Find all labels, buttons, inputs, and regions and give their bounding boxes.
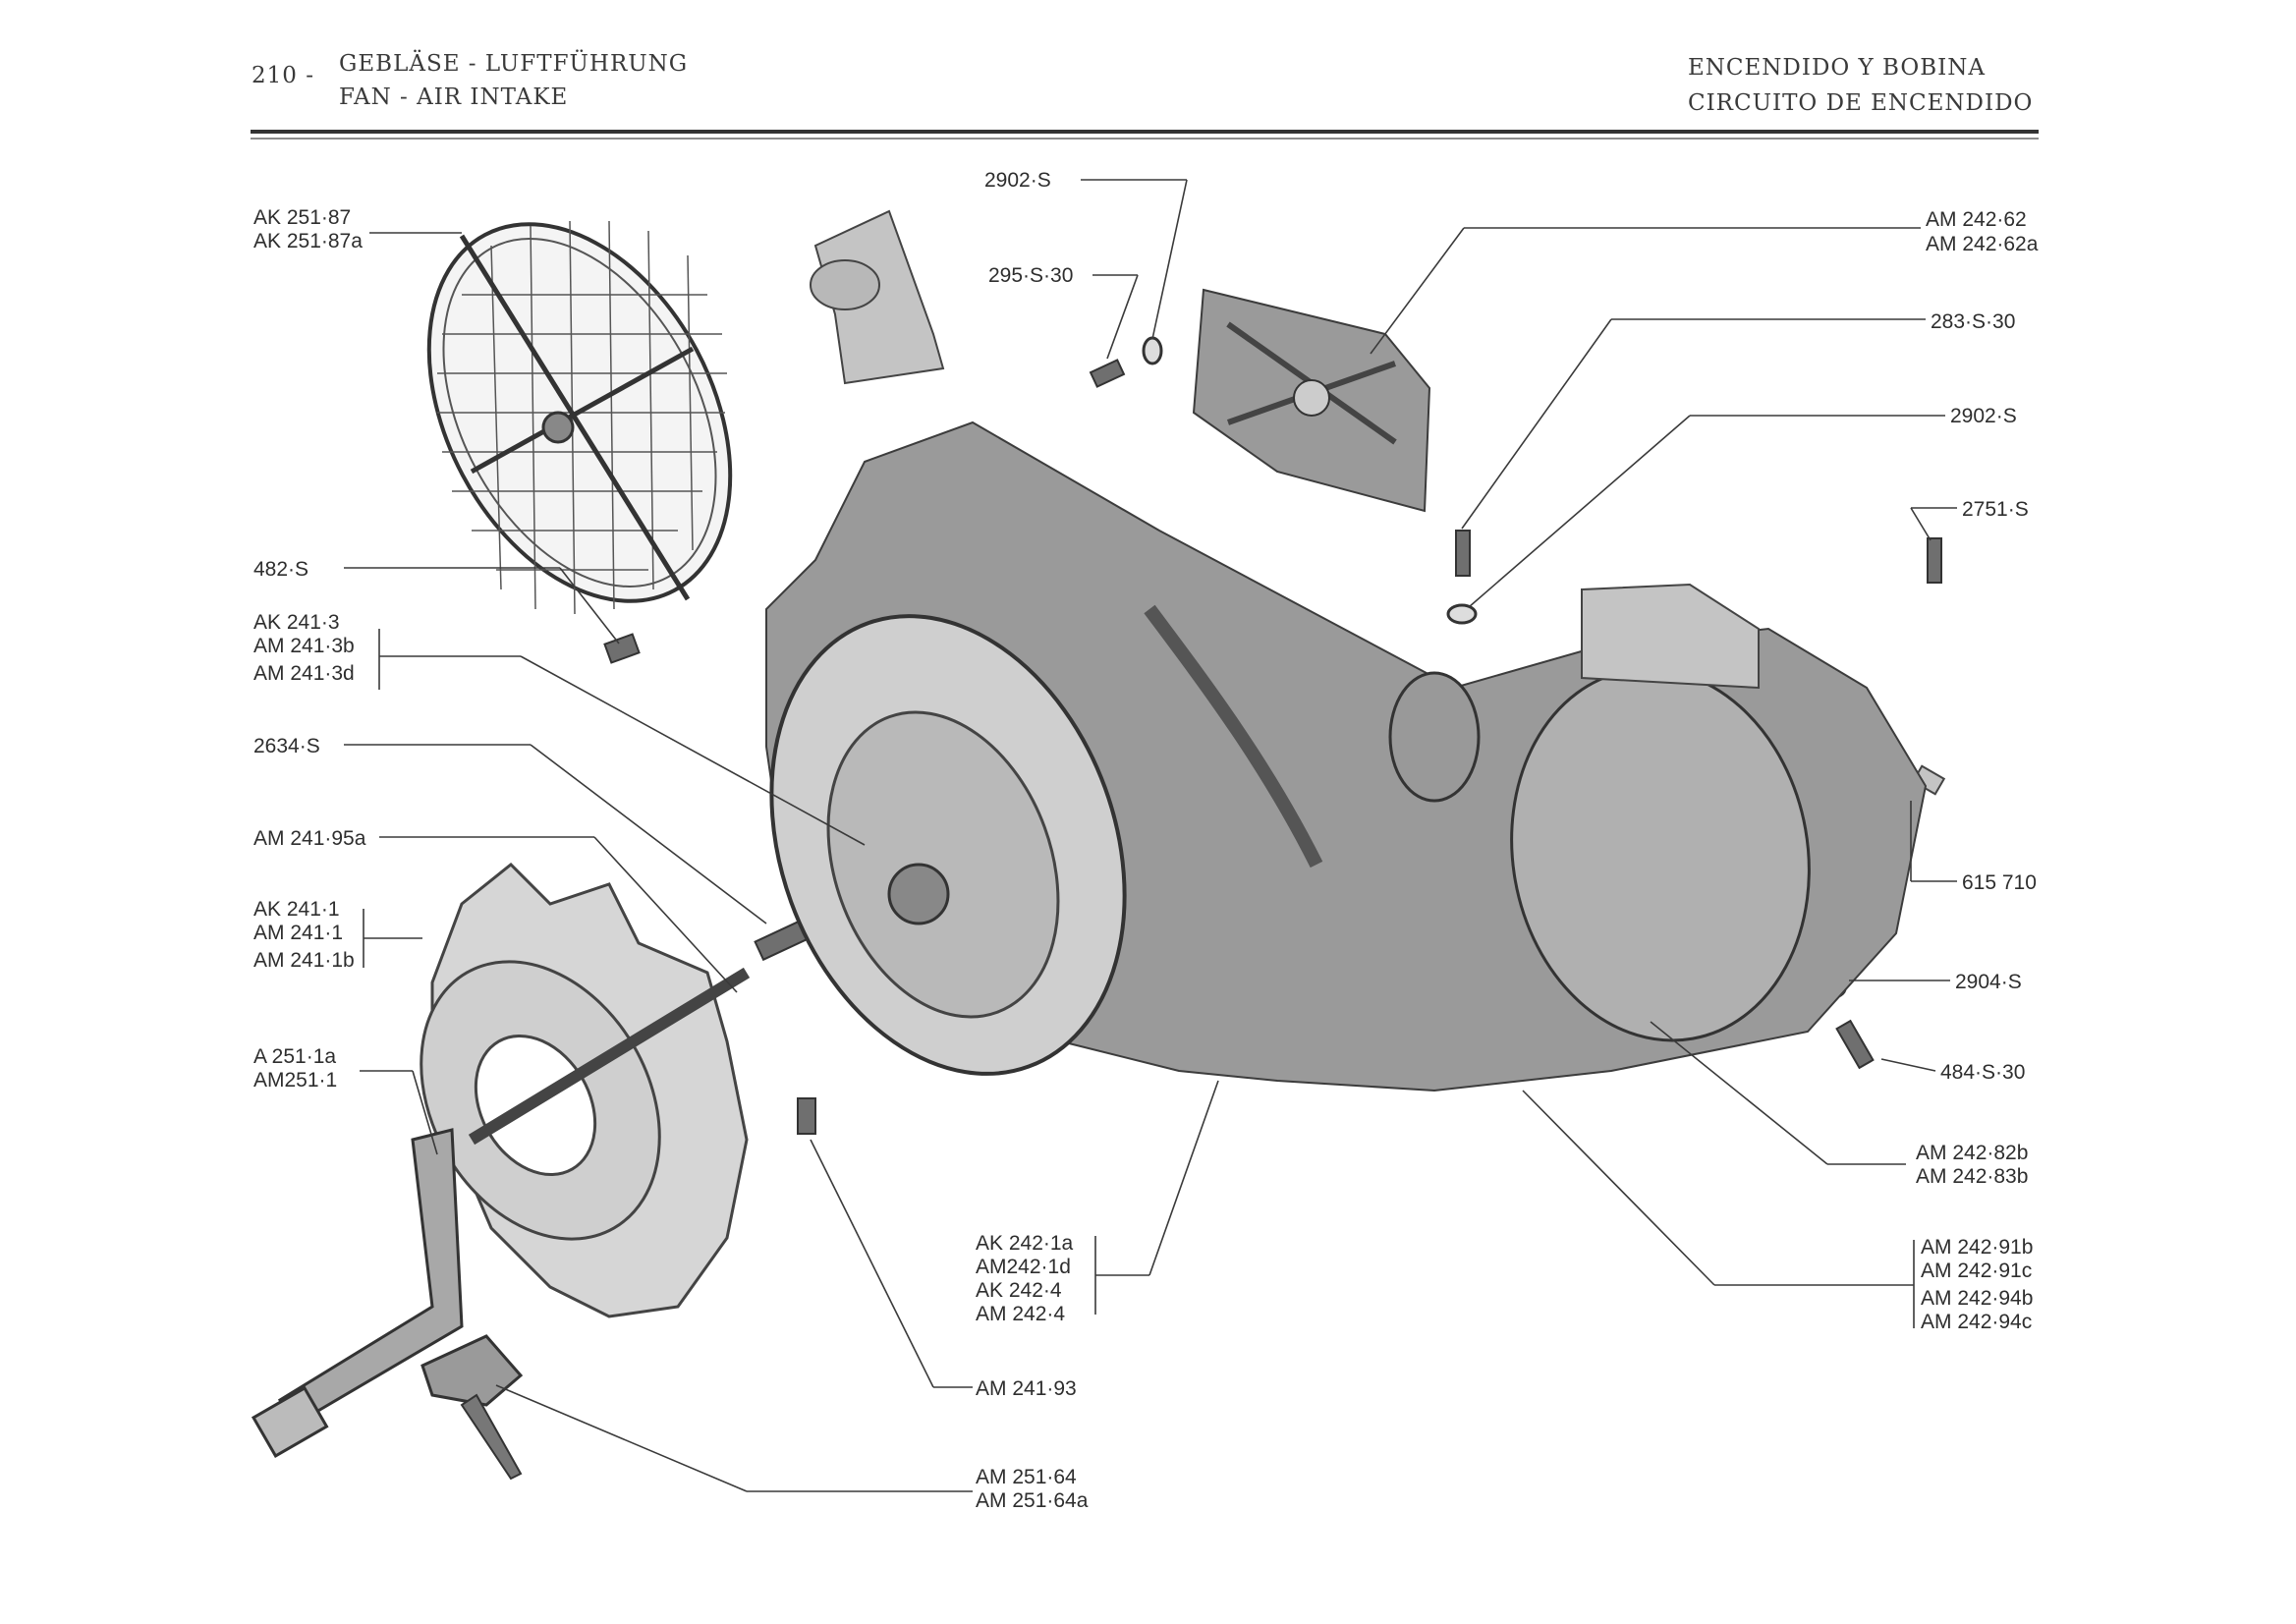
callout-ak2424: AK 242·4: [976, 1279, 1062, 1302]
callout-482s: 482·S: [253, 558, 308, 581]
callout-am24282b: AM 242·82b: [1916, 1142, 2028, 1164]
callout-295s30: 295·S·30: [988, 264, 1073, 287]
callout-ak2413: AK 241·3: [253, 611, 340, 634]
page-number: 210 -: [252, 63, 314, 88]
fan-puller-tool: [251, 1128, 524, 1481]
cover-plate: [1192, 288, 1431, 513]
callout-ak25187a: AK 251·87a: [253, 230, 363, 252]
callout-labels: AK 251·87 AK 251·87a 482·S AK 241·3 AM 2…: [253, 169, 2039, 1512]
callout-ak2411: AK 241·1: [253, 898, 340, 921]
callout-am24262a: AM 242·62a: [1926, 233, 2039, 255]
callout-484s30: 484·S·30: [1940, 1061, 2025, 1084]
callout-2902s-top: 2902·S: [984, 169, 1051, 192]
washer-2902s: [1446, 603, 1478, 625]
bolt-am24193: [797, 1097, 816, 1135]
screw-2751s: [1927, 537, 1942, 584]
callout-am24291b: AM 242·91b: [1921, 1236, 2033, 1259]
callout-am2411: AM 241·1: [253, 922, 343, 944]
fan-grille: [426, 220, 733, 615]
bolt-295s30: [1089, 359, 1126, 388]
cover-cap: [813, 209, 945, 385]
callout-am24283b: AM 242·83b: [1916, 1165, 2028, 1188]
callout-2634s: 2634·S: [253, 735, 320, 757]
callout-ak2421a: AK 242·1a: [976, 1232, 1074, 1255]
callout-am24262: AM 242·62: [1926, 208, 2027, 231]
callout-am2511: AM251·1: [253, 1069, 337, 1092]
right-header-line1: ENCENDIDO Y BOBINA: [1688, 55, 1986, 81]
callout-2904s: 2904·S: [1955, 971, 2022, 993]
callout-ak25187: AK 251·87: [253, 206, 351, 229]
fan-housing: [765, 420, 1928, 1092]
callout-a2511a: A 251·1a: [253, 1045, 336, 1068]
title-english: FAN - AIR INTAKE: [339, 84, 569, 110]
right-header-line2: CIRCUITO DE ENCENDIDO: [1688, 90, 2034, 116]
callout-am2411b: AM 241·1b: [253, 949, 355, 972]
callout-am2413d: AM 241·3d: [253, 662, 355, 685]
callout-am24291c: AM 242·91c: [1921, 1260, 2032, 1282]
callout-am24294c: AM 242·94c: [1921, 1311, 2032, 1333]
callout-am25164a: AM 251·64a: [976, 1489, 1089, 1512]
callout-am2424: AM 242·4: [976, 1303, 1065, 1325]
callout-615710: 615 710: [1962, 871, 2037, 894]
fan-impeller: [420, 862, 751, 1318]
cover-cap-dome: [810, 259, 880, 310]
callout-am24195a: AM 241·95a: [253, 827, 366, 850]
screw-484s30: [1835, 1019, 1875, 1070]
callout-283s30: 283·S·30: [1931, 310, 2015, 333]
washer-2902s-top: [1142, 336, 1163, 365]
callout-am24193: AM 241·93: [976, 1377, 1077, 1400]
callout-am2421d: AM242·1d: [976, 1256, 1071, 1278]
title-german: GEBLÄSE - LUFTFÜHRUNG: [339, 51, 689, 77]
leader-lines: [344, 179, 1957, 1492]
bolt-283s30: [1455, 530, 1471, 577]
callout-am24294b: AM 242·94b: [1921, 1287, 2033, 1310]
callout-am2413b: AM 241·3b: [253, 635, 355, 657]
callout-am25164: AM 251·64: [976, 1466, 1077, 1488]
bolt-482s: [603, 633, 641, 664]
callout-2902s: 2902·S: [1950, 405, 2017, 427]
callout-2751s: 2751·S: [1962, 498, 2029, 521]
